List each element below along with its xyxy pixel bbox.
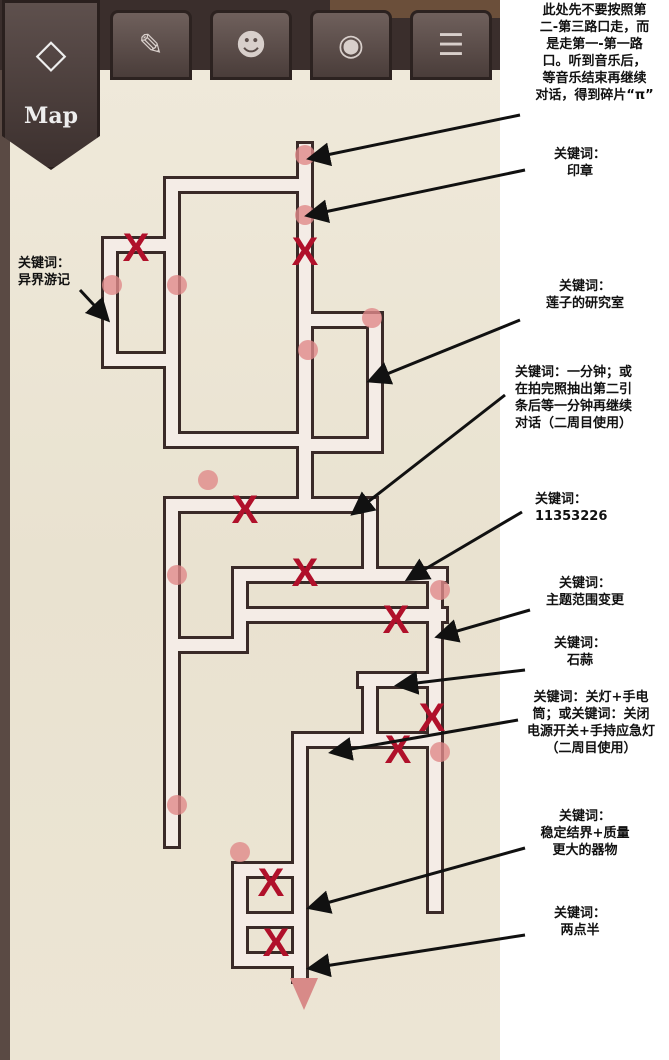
- exit-arrow-icon: [290, 978, 318, 1010]
- annotation-arrows: [78, 113, 531, 978]
- location-pin-icon: [362, 308, 382, 328]
- x-mark-icon: X: [383, 598, 410, 642]
- annotation-arrow: [306, 113, 521, 167]
- location-pin-icon: [167, 275, 187, 295]
- eye-icon: ◉: [337, 27, 365, 63]
- tab-notebook[interactable]: ✎: [110, 10, 192, 80]
- annotation-arrow: [394, 668, 526, 695]
- annotation-arrow: [404, 510, 523, 582]
- location-pin-icon: [167, 795, 187, 815]
- x-mark-icon: X: [263, 921, 290, 965]
- annotation-half-two: 关键词： 两点半: [553, 906, 606, 938]
- annotation-arrow: [366, 318, 521, 385]
- annotation-arrow: [350, 393, 506, 516]
- x-mark-icon: X: [292, 551, 319, 595]
- location-pin-icon: [230, 842, 250, 862]
- x-mark-icon: X: [292, 230, 319, 274]
- location-pin-icon: [430, 742, 450, 762]
- maze-paths: [101, 141, 449, 984]
- annotation-arrow: [304, 168, 526, 224]
- annotation-arrow: [306, 846, 526, 914]
- annotation-start: 此处先不要按照第 二-第三路口走，而 是走第一-第一路 口。听到音乐后， 等音乐…: [535, 3, 654, 103]
- annotation-theme: 关键词： 主题范围变更: [545, 576, 624, 608]
- x-mark-icon: X: [258, 861, 285, 905]
- annotation-arrow: [328, 718, 519, 761]
- annotation-arrow: [434, 608, 531, 643]
- annotation-number: 关键词： 11353226: [535, 492, 608, 524]
- location-pin-icon: [430, 580, 450, 600]
- annotation-seal: 关键词： 印章: [553, 147, 606, 179]
- tab-characters[interactable]: ☻: [210, 10, 292, 80]
- annotation-minute: 关键词：一分钟；或 在拍完照抽出第二引 条后等一分钟再继续 对话（二周目使用）: [515, 365, 633, 431]
- x-mark-icon: X: [232, 488, 259, 532]
- x-mark-icon: X: [385, 728, 412, 772]
- annotation-lycoris: 关键词： 石蒜: [553, 636, 606, 668]
- location-pin-icon: [295, 145, 315, 165]
- gem-icon: ◇: [35, 31, 67, 77]
- annotation-arrow: [78, 288, 111, 323]
- location-pin-icon: [102, 275, 122, 295]
- notebook-icon: ✎: [138, 27, 164, 63]
- x-mark-icon: X: [123, 226, 150, 270]
- tab-list[interactable]: ☰: [410, 10, 492, 80]
- annotation-barrier: 关键词： 稳定结界+质量 更大的器物: [540, 809, 630, 858]
- annotation-arrow: [306, 933, 526, 978]
- location-pin-icon: [298, 340, 318, 360]
- annotation-otherworld: 关键词： 异界游记: [18, 256, 71, 288]
- location-pin-icon: [167, 565, 187, 585]
- location-pin-icon: [198, 470, 218, 490]
- list-icon: ☰: [437, 27, 465, 63]
- tab-observe[interactable]: ◉: [310, 10, 392, 80]
- annotation-lights: 关键词：关灯+手电 筒；或关键词：关闭 电源开关+手持应急灯 （二周目使用）: [527, 690, 655, 756]
- annotation-lab: 关键词： 莲子的研究室: [545, 279, 624, 311]
- portrait-icon: ☻: [235, 27, 267, 63]
- tab-map[interactable]: ◇ Map: [2, 0, 100, 170]
